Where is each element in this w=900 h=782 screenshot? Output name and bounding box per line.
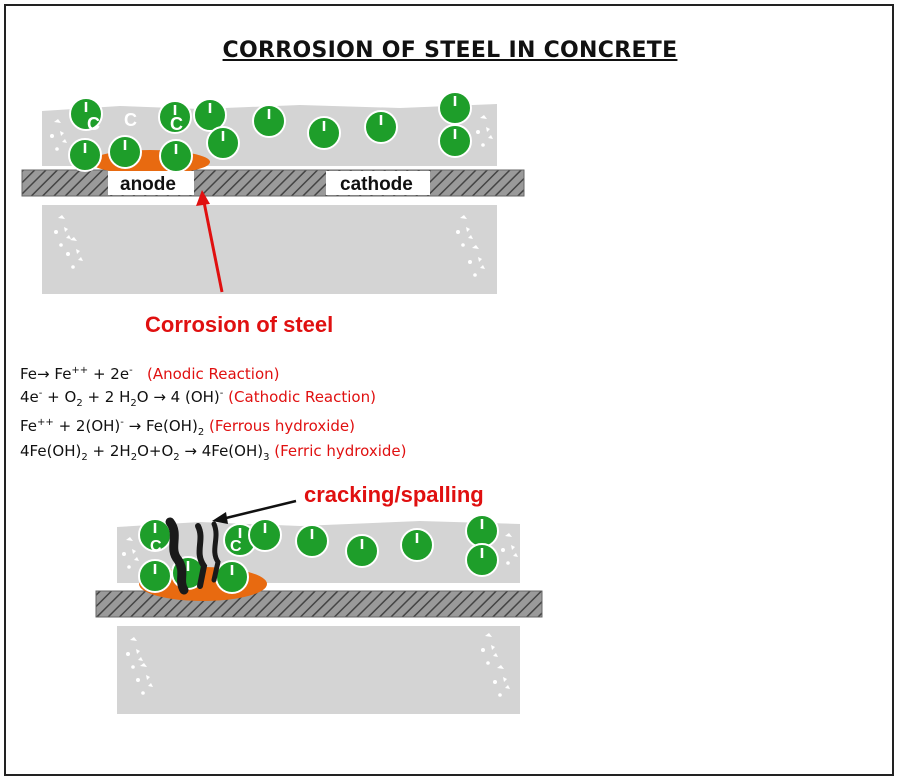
crack-2 xyxy=(195,523,208,589)
anode-label-box xyxy=(108,171,194,195)
chloride-ion xyxy=(294,523,330,559)
equation-note: (Anodic Reaction) xyxy=(147,365,280,383)
ion-letter: C xyxy=(124,110,137,130)
chloride-ion xyxy=(399,527,435,563)
chloride-ion xyxy=(137,558,173,594)
chloride-ion xyxy=(464,513,500,549)
crack-1 xyxy=(165,517,189,595)
equation-ferrous: Fe++ + 2(OH)- → Fe(OH)2 (Ferrous hydroxi… xyxy=(20,417,355,438)
cathode-label-box xyxy=(326,171,430,195)
chloride-ion xyxy=(437,90,473,126)
crack-3 xyxy=(211,521,221,583)
chloride-ion xyxy=(214,559,250,595)
equation-note: (Ferric hydroxide) xyxy=(274,442,407,460)
equation-ferric: 4Fe(OH)2 + 2H2O+O2 → 4Fe(OH)3 (Ferric hy… xyxy=(20,442,407,463)
ion-letter: C xyxy=(87,114,100,134)
bottom-section: C C cracking/spalling xyxy=(95,482,543,714)
chloride-ion xyxy=(306,115,342,151)
anode-label: anode xyxy=(120,174,176,195)
top-lower-concrete xyxy=(42,205,497,294)
reaction-equations: Fe→ Fe++ + 2e- (Anodic Reaction) 4e- + O… xyxy=(20,361,407,467)
cracking-label: cracking/spalling xyxy=(304,482,484,507)
equation-note: (Ferrous hydroxide) xyxy=(208,417,355,435)
equation-note: (Cathodic Reaction) xyxy=(228,388,376,406)
ion-letter: C xyxy=(230,538,242,555)
bottom-lower-concrete xyxy=(117,626,520,714)
chloride-ion xyxy=(464,542,500,578)
chloride-ion xyxy=(67,137,103,173)
diagram-title: CORROSION OF STEEL IN CONCRETE xyxy=(222,38,678,63)
chloride-ion xyxy=(437,123,473,159)
ion-letter: C xyxy=(170,114,183,134)
chloride-ion xyxy=(107,134,143,170)
cracking-arrow xyxy=(221,499,297,521)
chloride-ion xyxy=(251,103,287,139)
corrosion-label: Corrosion of steel xyxy=(145,312,333,337)
corrosion-arrowhead xyxy=(196,190,210,206)
chloride-ion xyxy=(158,138,194,174)
diagram-frame xyxy=(4,4,894,776)
chloride-ion xyxy=(363,109,399,145)
chloride-ion xyxy=(247,517,283,553)
equation-anodic: Fe→ Fe++ + 2e- (Anodic Reaction) xyxy=(20,365,280,383)
equation-cathodic: 4e- + O2 + 2 H2O → 4 (OH)- (Cathodic Rea… xyxy=(20,388,376,409)
cracking-arrowhead xyxy=(212,512,228,524)
corrosion-arrow xyxy=(202,201,224,293)
chloride-ion xyxy=(344,533,380,569)
top-section: anode cathode C C C Corrosion of steel xyxy=(21,90,525,337)
ion-letter: C xyxy=(150,538,162,555)
cathode-label: cathode xyxy=(340,174,413,195)
top-steel-rebar xyxy=(21,169,525,197)
chloride-ion xyxy=(205,125,241,161)
